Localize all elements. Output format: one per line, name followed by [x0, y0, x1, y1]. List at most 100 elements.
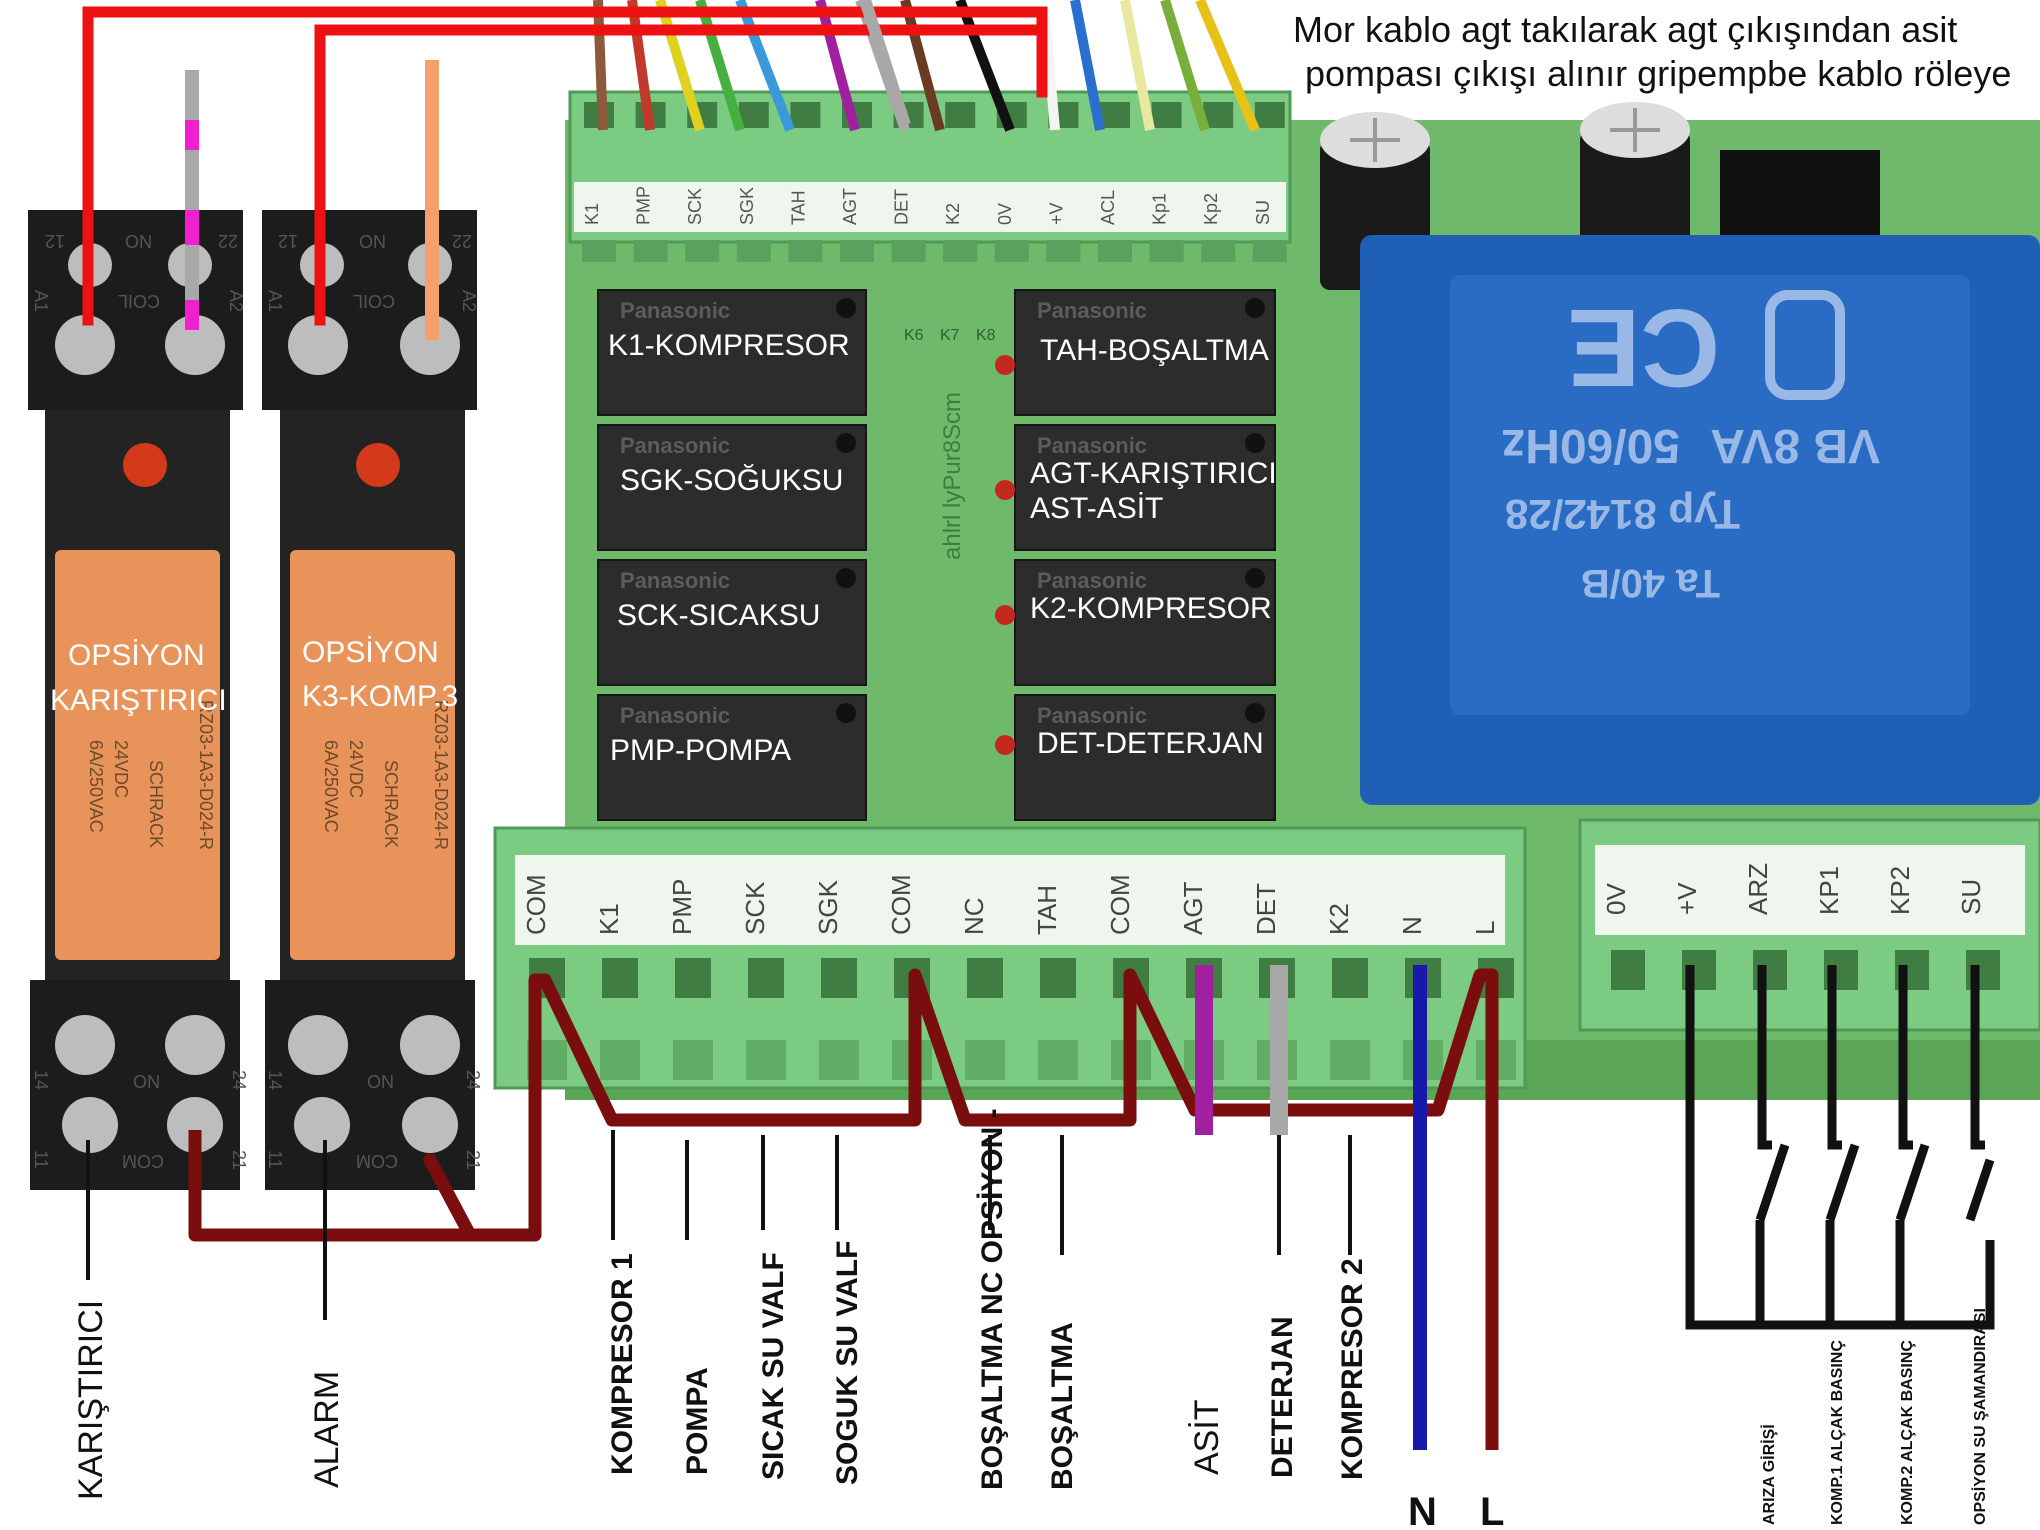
- relay2-model: RZ03-1A3-D024-R: [431, 700, 451, 850]
- board-relay-label: K2-KOMPRESOR: [1030, 592, 1272, 625]
- bottom-pin-foot: [673, 1040, 713, 1080]
- top-pin-foot: [1046, 240, 1081, 262]
- top-pin-foot: [582, 240, 616, 262]
- top-wires: [593, 0, 1260, 132]
- right-pin-label: SU: [1956, 879, 1986, 915]
- bottom-pin-foot: [600, 1040, 640, 1080]
- top-pin-label: Kp2: [1201, 193, 1221, 225]
- top-pin-hole: [1254, 102, 1285, 128]
- label-ariza-girisi: ARIZA GİRİŞİ: [1760, 1424, 1778, 1525]
- top-pin-label: K2: [943, 203, 963, 225]
- label-pompa: POMPA: [681, 1367, 714, 1475]
- bottom-pin-label: L: [1470, 921, 1500, 935]
- bottom-pin-foot: [819, 1040, 859, 1080]
- relay1-pin-coil: COIL: [118, 291, 160, 311]
- top-pin-foot: [943, 240, 978, 262]
- label-kompresor-2: KOMPRESOR 2: [1336, 1258, 1369, 1480]
- bottom-pin-label: SCK: [740, 881, 770, 935]
- relay2-pin-a1: A1: [265, 290, 285, 312]
- bottom-pin-label: DET: [1251, 883, 1281, 935]
- label-asit: ASİT: [1188, 1399, 1226, 1475]
- top-pin-foot: [788, 240, 823, 262]
- relay1-pin-22: 22: [218, 231, 238, 251]
- board-relay-label: TAH-BOŞALTMA: [1040, 334, 1269, 367]
- top-pin-hole: [1100, 102, 1130, 128]
- relay-brand: Panasonic: [1037, 568, 1147, 593]
- relay2-pin-12: 12: [278, 231, 298, 251]
- bottom-pin-label: AGT: [1178, 881, 1208, 935]
- red-wires: [82, 6, 1048, 326]
- right-pin-label: ARZ: [1743, 863, 1773, 915]
- bottom-pin-hole: [675, 958, 711, 998]
- top-pin-foot: [840, 240, 874, 262]
- relay2-pin-com: COM: [356, 1151, 398, 1171]
- relay2-pin-coil: COIL: [353, 291, 395, 311]
- top-pin-label: K1: [582, 203, 602, 225]
- top-pin-foot: [994, 240, 1029, 262]
- bottom-pin-hole: [1332, 958, 1368, 998]
- bottom-pin-label: COM: [521, 874, 551, 935]
- relay2-voltage: 24VDC: [346, 740, 366, 798]
- relay1-model: RZ03-1A3-D024-R: [196, 700, 216, 850]
- relay-brand: Panasonic: [620, 298, 730, 323]
- top-pin-label: PMP: [634, 186, 654, 225]
- relay1-pin-12: 12: [45, 231, 65, 251]
- right-pin-label: 0V: [1601, 883, 1631, 915]
- board-relay-label: SCK-SICAKSU: [617, 599, 820, 632]
- bottom-pin-label: K2: [1324, 903, 1354, 935]
- relay2-pin-21: 21: [463, 1150, 483, 1170]
- external-relay-1: [28, 210, 243, 1190]
- board-relay-label: DET-DETERJAN: [1037, 727, 1264, 760]
- bottom-pin-label: COM: [1105, 874, 1135, 935]
- relay2-pin-no: NO: [359, 231, 386, 251]
- label-komp1-alcak: KOMP.1 ALÇAK BASINÇ: [1829, 1340, 1846, 1525]
- bottom-pin-hole: [967, 958, 1003, 998]
- transformer: VB 8VA 50/60Hz Typ 8142/28 Ta 40/B CE: [1360, 235, 2040, 805]
- relay1-rating: 6A/250VAC: [86, 740, 106, 833]
- relay1-pin-no: NO: [125, 231, 152, 251]
- top-pin-label: 0V: [995, 203, 1015, 225]
- right-pin-hole: [1611, 950, 1645, 990]
- relay1-pin-a2: A2: [226, 290, 246, 312]
- relay2-pin-14: 14: [265, 1070, 285, 1090]
- top-pin-hole: [738, 102, 769, 128]
- bottom-pin-label: PMP: [667, 879, 697, 935]
- label-soguk-su-valf: SOGUK SU VALF: [831, 1241, 864, 1485]
- transformer-rating: VB 8VA: [1710, 419, 1880, 472]
- top-pin-hole: [790, 102, 821, 128]
- top-pin-label: SU: [1253, 200, 1273, 225]
- relay-brand: Panasonic: [620, 568, 730, 593]
- relay-brand: Panasonic: [1037, 703, 1147, 728]
- bottom-pin-label: K1: [594, 903, 624, 935]
- label-deterjan: DETERJAN: [1266, 1316, 1299, 1478]
- label-kompresor-1: KOMPRESOR 1: [606, 1253, 639, 1475]
- relay-brand: Panasonic: [620, 703, 730, 728]
- relay2-pin-24: 24: [463, 1070, 483, 1090]
- relay-brand: Panasonic: [1037, 298, 1147, 323]
- top-pin-foot: [891, 240, 926, 262]
- relay1-label-line1: OPSİYON: [68, 639, 205, 672]
- note-line-1: Mor kablo agt takılarak agt çıkışından a…: [1293, 9, 1958, 50]
- board-relay-label: K1-KOMPRESOR: [608, 329, 850, 362]
- right-pin-label: KP1: [1814, 866, 1844, 915]
- relay2-pin-22: 22: [452, 231, 472, 251]
- label-alarm: ALARM: [308, 1371, 346, 1488]
- relay-brand: Panasonic: [620, 433, 730, 458]
- relay2-brand: SCHRACK: [381, 760, 401, 848]
- bottom-pin-label: N: [1397, 916, 1427, 935]
- top-pin-hole: [945, 102, 976, 128]
- top-pin-label: +V: [1046, 202, 1066, 225]
- board-relay-label: SGK-SOĞUKSU: [620, 464, 843, 497]
- top-pin-label: SCK: [685, 188, 705, 225]
- label-sicak-su-valf: SICAK SU VALF: [757, 1252, 790, 1480]
- relay1-voltage: 24VDC: [111, 740, 131, 798]
- silk-k8: K8: [976, 327, 996, 344]
- relay2-pin-11: 11: [265, 1150, 285, 1169]
- board-relay-label-2: AST-ASİT: [1030, 492, 1163, 525]
- bottom-pin-hole: [748, 958, 784, 998]
- relay1-pin-com: COM: [122, 1151, 164, 1171]
